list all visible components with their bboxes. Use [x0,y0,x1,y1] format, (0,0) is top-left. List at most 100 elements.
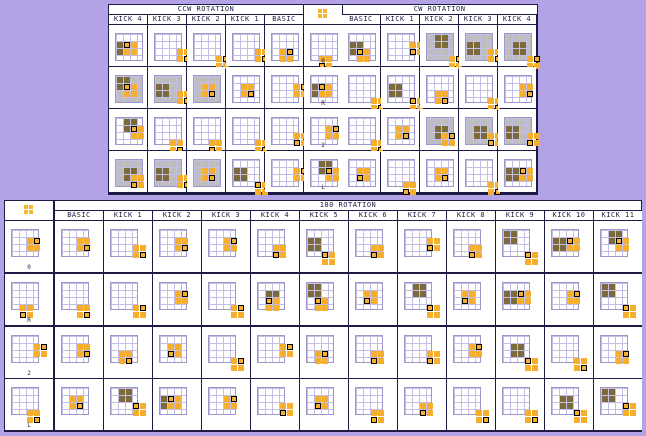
wall-block [124,175,130,181]
wall-block [518,351,524,357]
r180-cell [104,221,152,272]
piece-block [518,298,524,304]
piece-block [371,298,377,304]
piece-block [255,189,261,195]
piece-block [364,298,370,304]
piece-block [131,175,137,181]
piece-block [427,410,433,416]
wall-block [315,245,321,251]
piece-block [322,305,328,311]
piece-block [527,84,533,90]
wall-block [602,396,608,402]
wall-block [420,291,426,297]
piece-block [273,245,279,251]
wall-block [117,49,123,55]
piece-block [532,358,538,364]
cw-cell [459,109,501,150]
playfield-grid [271,117,307,146]
wall-block [513,175,519,181]
piece-block [630,410,636,416]
wall-block [474,126,480,132]
ccw-col-header: KICK 2 [187,15,225,24]
wall-block [435,42,441,48]
r180-cell [398,274,446,325]
r180-col-header: KICK 9 [496,211,544,220]
playfield-grid [232,33,268,62]
piece-block [616,351,622,357]
piece-block [287,403,293,409]
piece-block [357,56,363,62]
piece-block [319,56,325,62]
r180-cell [496,221,544,272]
wall-block [124,126,130,132]
r180-cell [545,221,593,272]
cw-cell [459,151,501,195]
piece-block [442,98,448,104]
wall-block [413,284,419,290]
playfield-grid [600,229,629,257]
wall-block [520,42,526,48]
piece-block [34,417,40,423]
ccw-cell [148,109,186,153]
r180-col-header: KICK 2 [153,211,201,220]
playfield-grid [257,335,293,363]
r180-cell [153,379,201,430]
playfield-grid [426,75,454,104]
playfield-grid [465,75,501,111]
piece-block [488,182,494,188]
playfield-grid [504,33,540,69]
r180-col-header: KICK 5 [300,211,348,220]
piece-block [84,238,90,244]
piece-block [170,147,176,153]
piece-block [177,175,183,181]
r180-col-header: KICK 1 [104,211,152,220]
piece-block [131,42,137,48]
piece-block [410,98,416,104]
wall-block [506,133,512,139]
wall-block [602,291,608,297]
playfield-grid [208,335,244,371]
piece-block [364,168,370,174]
piece-block [27,238,33,244]
piece-block [488,105,494,111]
wall-block [567,403,573,409]
piece-block [27,410,33,416]
playfield-grid [551,229,580,257]
piece-block [27,417,33,423]
piece-block [462,291,468,297]
wall-block [308,238,314,244]
piece-block [442,91,448,97]
piece-block [322,259,328,265]
piece-block [364,49,370,55]
r180-cell [594,327,642,378]
playfield-grid [348,117,384,153]
r180-cell [349,221,397,272]
state-cell [304,25,342,69]
piece-block [77,396,83,402]
piece-block [209,91,215,97]
wall-block [609,291,615,297]
wall-block [511,231,517,237]
piece-block [476,351,482,357]
piece-block [434,238,440,244]
wall-block [308,245,314,251]
playfield-grid [504,159,533,187]
ccw-cell [226,109,268,153]
piece-block [231,358,237,364]
ccw-cell [226,25,268,66]
wall-block [315,291,321,297]
piece-block [378,245,384,251]
wall-block [520,49,526,55]
r180-cell [104,327,152,378]
piece-block [238,305,244,311]
ccw-col-header: BASIC [265,15,303,24]
playfield-grid [355,282,383,310]
wall-block [126,396,132,402]
piece-block [255,49,261,55]
wall-block [511,344,517,350]
cw-col-header: KICK 4 [498,15,536,24]
ccw-cell [187,67,225,108]
playfield-grid [310,75,338,103]
piece-block [175,298,181,304]
r180-cell [594,274,642,325]
